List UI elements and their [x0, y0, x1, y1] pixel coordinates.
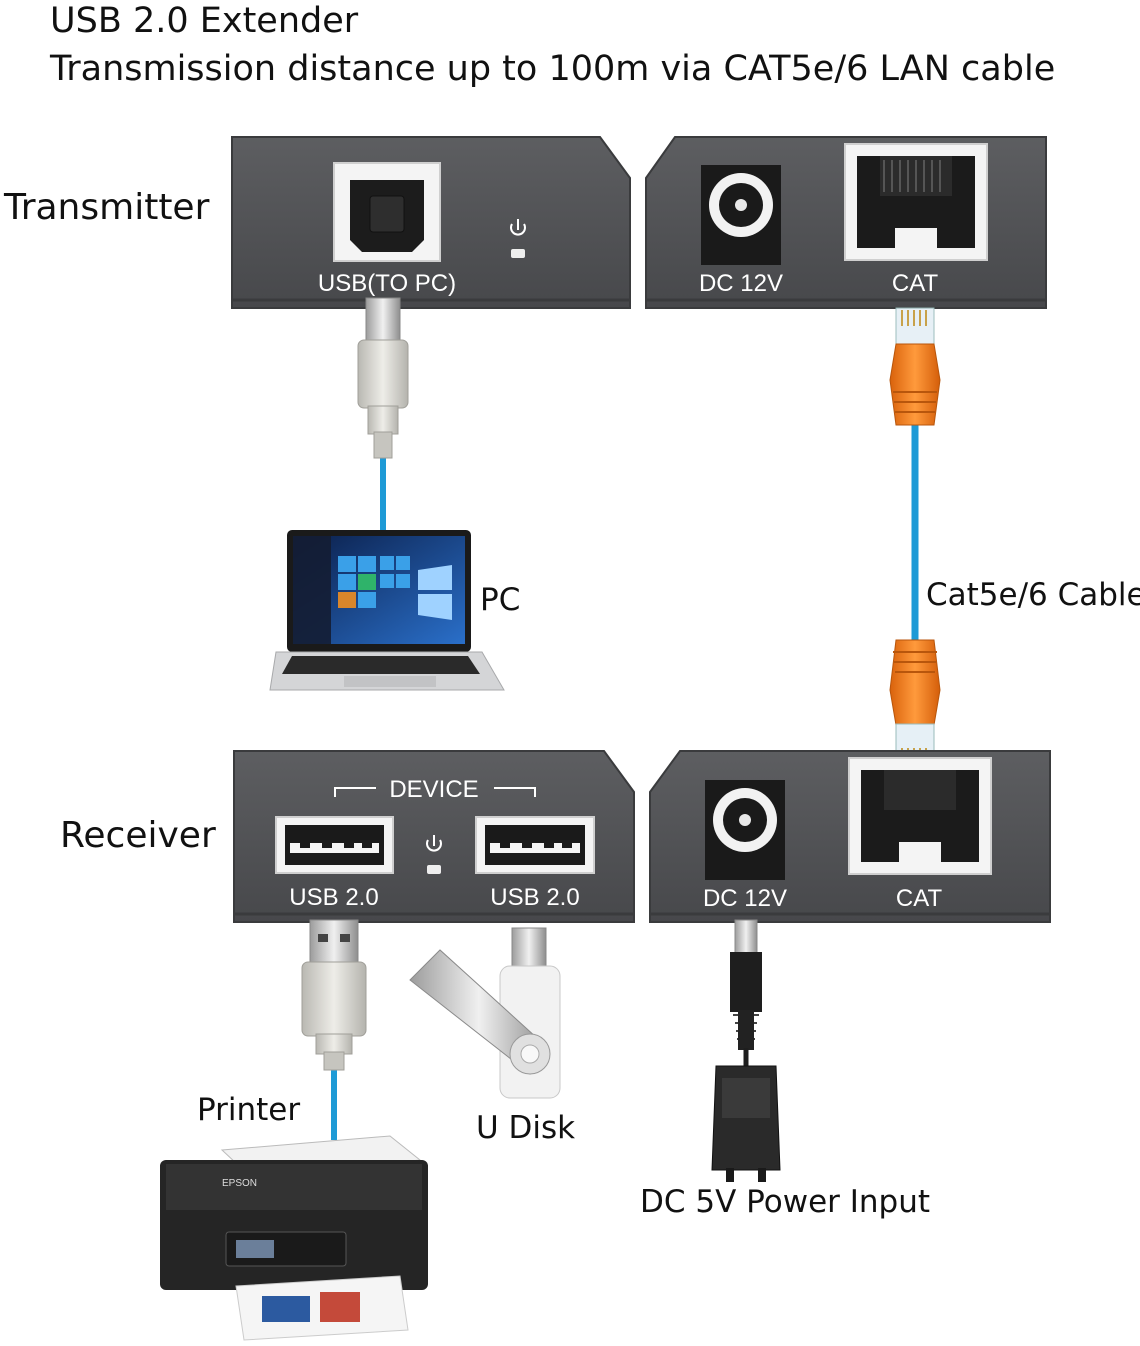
udisk-label: U Disk	[476, 1110, 576, 1146]
rj45-plug-bottom	[889, 639, 941, 767]
rj45-port-icon	[844, 143, 988, 261]
power-icon	[510, 219, 526, 236]
rx-cat-port-label: CAT	[896, 885, 943, 912]
page-subtitle: Transmission distance up to 100m via CAT…	[50, 49, 1056, 89]
rx-usb-port-1-label: USB 2.0	[289, 884, 378, 911]
dc-jack-icon	[701, 165, 781, 265]
receiver-front-panel: DEVICE USB 2.0 USB 2.0	[233, 750, 635, 923]
rx-power-led	[427, 865, 441, 874]
tx-power-led	[511, 249, 525, 258]
power-adapter-icon	[711, 919, 781, 1182]
usb-flash-drive-icon	[409, 927, 561, 1099]
dc-jack-icon	[705, 780, 785, 880]
usb-b-port-icon	[333, 162, 441, 262]
usb-b-plug	[357, 297, 409, 459]
pc-label: PC	[480, 582, 521, 618]
tx-cat-port-label: CAT	[892, 270, 939, 297]
tx-dc-port-label: DC 12V	[699, 270, 783, 297]
transmitter-front-panel: USB(TO PC)	[231, 136, 631, 309]
receiver-label: Receiver	[60, 815, 216, 856]
rj45-plug-top	[889, 307, 941, 426]
tx-usb-port-label: USB(TO PC)	[318, 270, 456, 297]
printer-label: Printer	[197, 1092, 301, 1128]
printer-icon: EPSON	[160, 1135, 428, 1341]
cable-label: Cat5e/6 Cable	[926, 577, 1140, 613]
power-icon	[426, 835, 442, 852]
device-group-bracket	[334, 787, 536, 797]
rj45-port-icon	[848, 757, 992, 875]
printer-brand: EPSON	[222, 1178, 257, 1189]
transmitter-label: Transmitter	[4, 187, 210, 228]
transmitter-back-panel: DC 12V CAT	[645, 136, 1047, 309]
page-title: USB 2.0 Extender	[50, 1, 359, 41]
usb-a-port-icon	[275, 816, 394, 874]
rx-device-group-label: DEVICE	[389, 776, 478, 803]
rx-usb-port-2-label: USB 2.0	[490, 884, 579, 911]
usb-a-port-icon	[475, 816, 595, 874]
rx-dc-port-label: DC 12V	[703, 885, 787, 912]
receiver-back-panel: DC 12V CAT	[649, 750, 1051, 923]
usb-a-plug	[301, 919, 367, 1071]
laptop-icon	[269, 530, 505, 691]
power-input-label: DC 5V Power Input	[640, 1184, 931, 1220]
